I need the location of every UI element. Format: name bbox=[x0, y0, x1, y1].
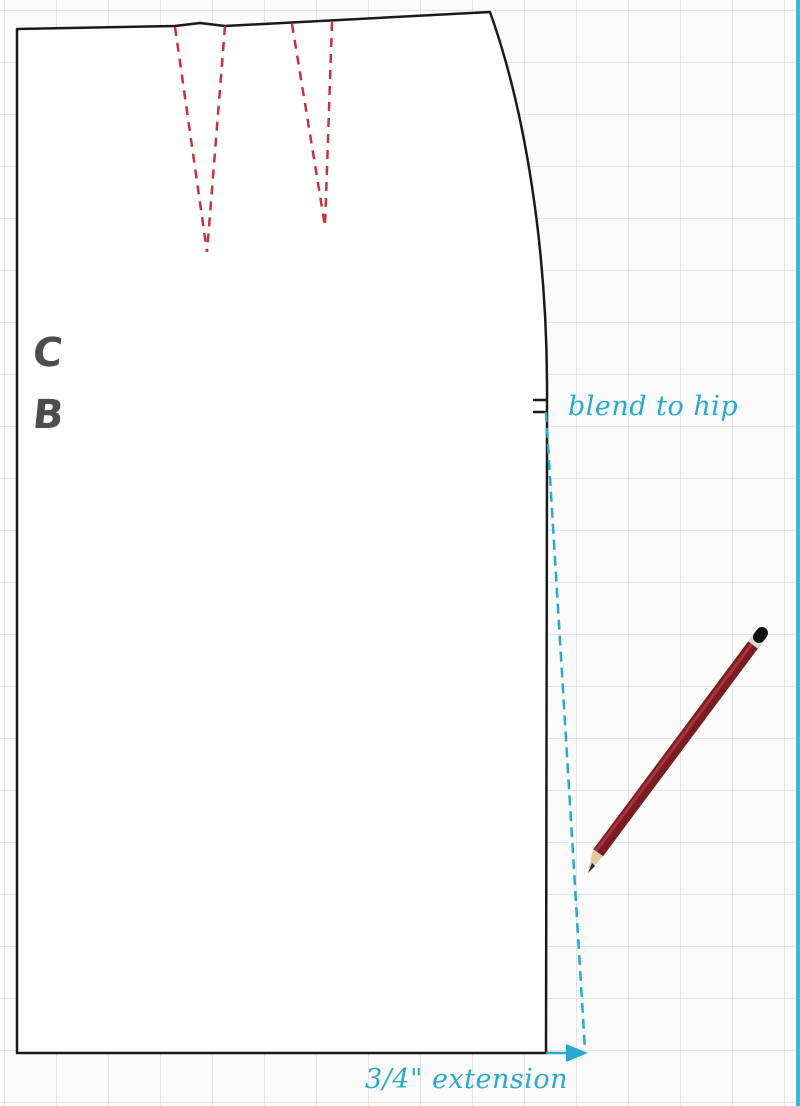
center-back-label-c: C bbox=[30, 330, 65, 376]
blend-to-hip-label: blend to hip bbox=[568, 391, 739, 422]
pencil-icon bbox=[588, 627, 768, 873]
extension-guide-line bbox=[544, 411, 587, 1051]
dart-2 bbox=[290, 21, 334, 227]
edge-accent bbox=[796, 0, 800, 1106]
dart-1 bbox=[173, 25, 227, 253]
hip-notch bbox=[533, 398, 547, 414]
extension-arrow bbox=[546, 1044, 588, 1062]
pattern-piece-outline bbox=[15, 10, 549, 1055]
center-back-label-b: B bbox=[30, 392, 66, 438]
extension-label: 3/4" extension bbox=[365, 1064, 569, 1095]
